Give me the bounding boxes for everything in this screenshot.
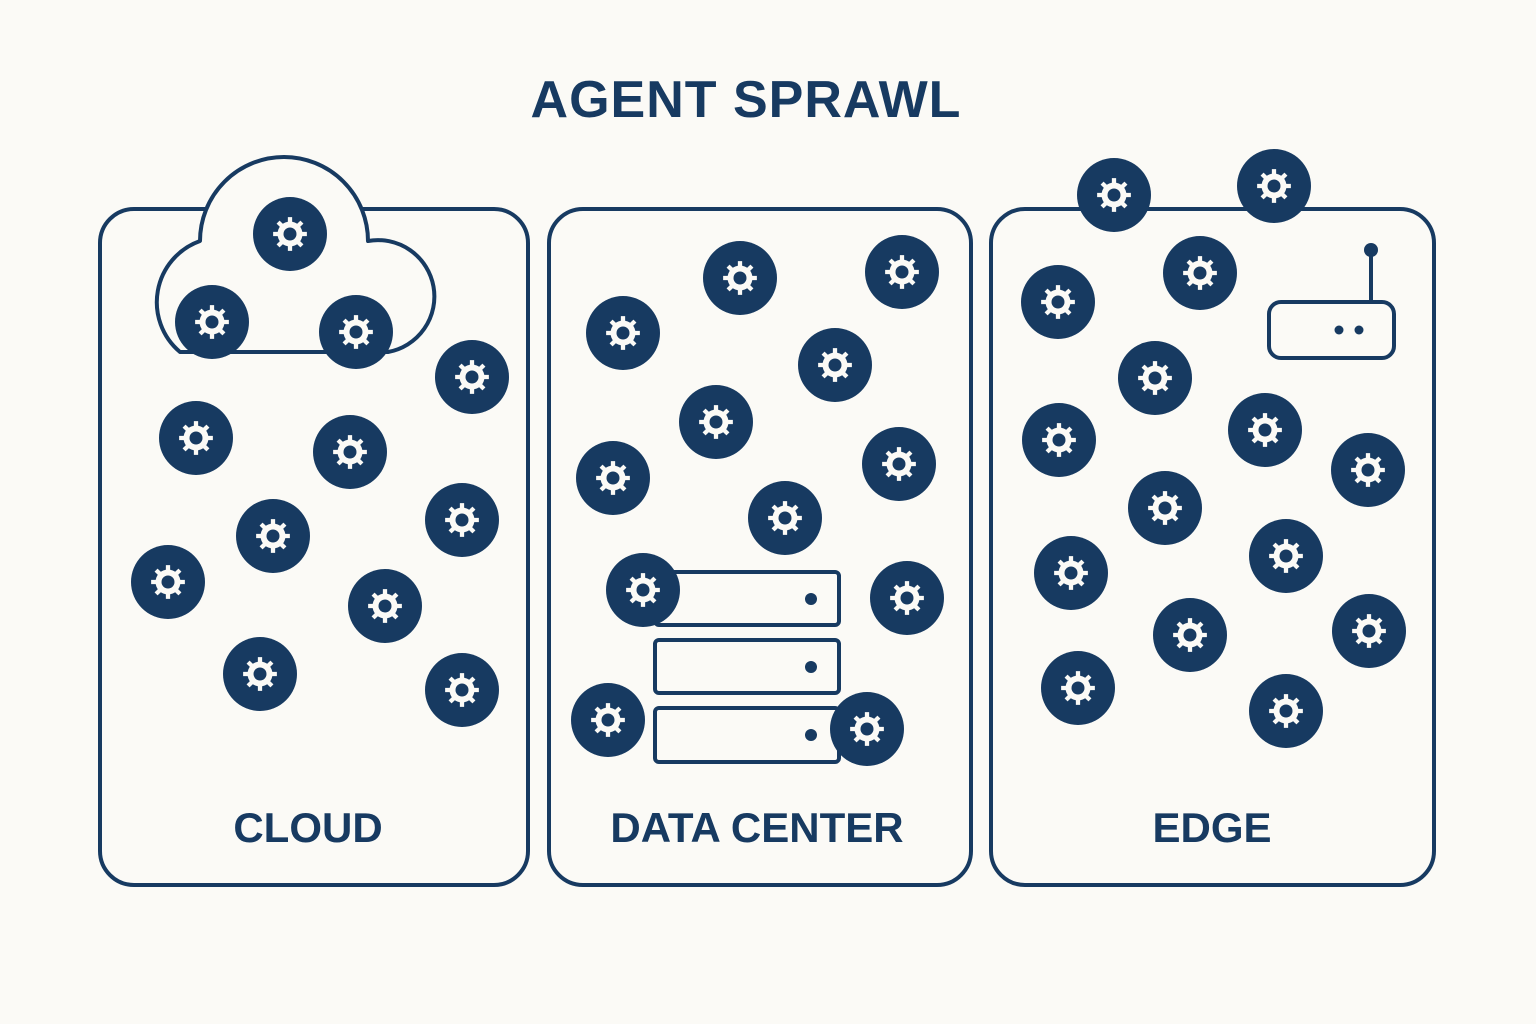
agent-cloud-9 [131, 545, 205, 619]
agent-cloud-5 [159, 401, 233, 475]
agent-edge-9 [1128, 471, 1202, 545]
agent-cloud-4 [435, 340, 509, 414]
agent-edge-1 [1077, 158, 1151, 232]
gear-hub [455, 683, 469, 697]
server-rack-icon [653, 570, 841, 764]
panel-data-center-frame [547, 207, 973, 887]
agent-data-center-10 [870, 561, 944, 635]
gear-hub [349, 325, 363, 339]
gear-hub [1052, 433, 1066, 447]
gear-hub [161, 575, 175, 589]
gear-hub [253, 667, 267, 681]
agent-cloud-1 [253, 197, 327, 271]
panel-cloud-label: CLOUD [233, 804, 382, 851]
gear-hub [455, 513, 469, 527]
gear-hub [1362, 624, 1376, 638]
agent-edge-2 [1237, 149, 1311, 223]
agent-data-center-5 [679, 385, 753, 459]
agent-edge-12 [1153, 598, 1227, 672]
agent-cloud-11 [223, 637, 297, 711]
agent-edge-6 [1022, 403, 1096, 477]
panel-edge-frame [989, 207, 1436, 887]
gear-hub [1279, 549, 1293, 563]
gear-hub [1279, 704, 1293, 718]
agents-layer [131, 149, 1406, 766]
gear-hub [378, 599, 392, 613]
gear-hub [1148, 371, 1162, 385]
gear-hub [343, 445, 357, 459]
server-unit-3-led [805, 729, 817, 741]
gear-hub [778, 511, 792, 525]
gear-hub [189, 431, 203, 445]
agent-cloud-10 [348, 569, 422, 643]
gear-hub [892, 457, 906, 471]
gear-hub [1051, 295, 1065, 309]
diagram-title: AGENT SPRAWL [531, 71, 962, 129]
gear-hub [1107, 188, 1121, 202]
panel-edge-label: EDGE [1152, 804, 1271, 851]
gear-hub [900, 591, 914, 605]
server-unit-1-led [805, 593, 817, 605]
agent-data-center-11 [571, 683, 645, 757]
agent-data-center-1 [703, 241, 777, 315]
agent-edge-14 [1041, 651, 1115, 725]
gear-hub [283, 227, 297, 241]
agent-data-center-2 [865, 235, 939, 309]
agent-edge-13 [1332, 594, 1406, 668]
agent-edge-11 [1034, 536, 1108, 610]
gear-hub [1267, 179, 1281, 193]
router-icon [1267, 243, 1396, 360]
agent-edge-15 [1249, 674, 1323, 748]
gear-hub [733, 271, 747, 285]
agent-cloud-8 [425, 483, 499, 557]
agent-cloud-3 [319, 295, 393, 369]
agent-data-center-8 [748, 481, 822, 555]
agent-cloud-2 [175, 285, 249, 359]
gear-hub [709, 415, 723, 429]
agent-edge-5 [1118, 341, 1192, 415]
panel-data-center-label: DATA CENTER [610, 804, 903, 851]
gear-hub [1361, 463, 1375, 477]
agent-edge-8 [1331, 433, 1405, 507]
gear-hub [895, 265, 909, 279]
gear-hub [1183, 628, 1197, 642]
gear-hub [828, 358, 842, 372]
gear-hub [616, 326, 630, 340]
gear-hub [266, 529, 280, 543]
gear-hub [465, 370, 479, 384]
agent-data-center-6 [576, 441, 650, 515]
agent-edge-4 [1021, 265, 1095, 339]
agent-data-center-4 [798, 328, 872, 402]
gear-hub [1064, 566, 1078, 580]
agent-edge-7 [1228, 393, 1302, 467]
gear-hub [1258, 423, 1272, 437]
server-unit-2-led [805, 661, 817, 673]
agent-data-center-12 [830, 692, 904, 766]
agent-edge-10 [1249, 519, 1323, 593]
agent-cloud-6 [313, 415, 387, 489]
agent-edge-3 [1163, 236, 1237, 310]
gear-hub [636, 583, 650, 597]
agent-cloud-12 [425, 653, 499, 727]
gear-hub [860, 722, 874, 736]
agent-cloud-7 [236, 499, 310, 573]
agent-data-center-9 [606, 553, 680, 627]
gear-hub [1158, 501, 1172, 515]
gear-hub [1193, 266, 1207, 280]
gear-hub [601, 713, 615, 727]
gear-hub [205, 315, 219, 329]
gear-hub [1071, 681, 1085, 695]
agent-data-center-3 [586, 296, 660, 370]
gear-hub [606, 471, 620, 485]
agent-data-center-7 [862, 427, 936, 501]
server-unit-2 [653, 638, 841, 695]
